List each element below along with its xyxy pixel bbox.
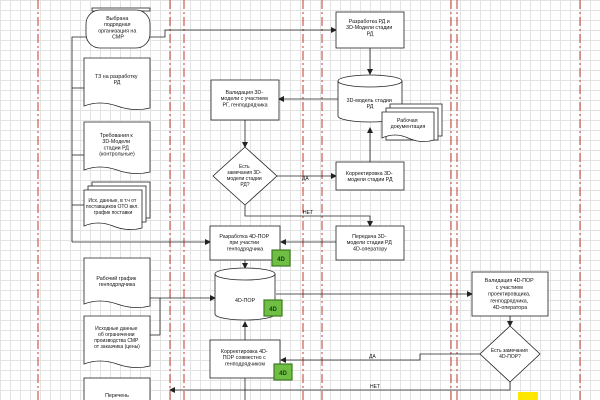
document-work-schedule-text: Рабочий график генподрядчика bbox=[96, 275, 137, 288]
document-work-schedule: Рабочий график генподрядчика bbox=[83, 257, 151, 308]
decision-4d-text: Есть замечания 4D-ПОР? bbox=[491, 348, 529, 360]
input-bus bbox=[71, 36, 92, 242]
document-requirements-3d: Требования к 3D-Модели стадии РД (контро… bbox=[83, 121, 151, 174]
decision-3d-text: Есть замечания 3D- модели стадии РД? bbox=[227, 164, 263, 188]
process-correct-3d-text: Корректировка 3D- модели стадии РД bbox=[346, 171, 394, 183]
node-contractor-text: Выбрана подрядная организация на СМР bbox=[98, 16, 138, 41]
label-yes-4d: ДА bbox=[369, 354, 376, 360]
highlight-marker bbox=[518, 392, 538, 400]
process-validation-3d: Валидация 3D- модели с участием РГ, генп… bbox=[210, 79, 280, 121]
process-validation-3d-text: Валидация 3D- модели с участием РГ, генп… bbox=[221, 90, 269, 108]
label-yes-3d: ДА bbox=[302, 176, 309, 182]
node-contractor: Выбрана подрядная организация на СМР bbox=[85, 7, 151, 49]
document-bottom: Перечень bbox=[83, 377, 151, 400]
document-bottom-text: Перечень bbox=[105, 393, 129, 399]
process-correct-4d: Корректировка 4D- ПОР совместно с генпод… bbox=[209, 339, 293, 381]
swimlane-separators bbox=[37, 0, 581, 400]
document-constraints-text: Исходные данные об ограничении производс… bbox=[94, 326, 140, 350]
label-no-4d: НЕТ bbox=[370, 384, 380, 390]
badge-4d-text: 4D bbox=[277, 257, 285, 263]
decision-4d: Есть замечания 4D-ПОР? bbox=[479, 325, 541, 383]
process-dev-4d-text: Разработка 4D-ПОР при участии генподрядч… bbox=[219, 234, 270, 252]
label-no-3d: НЕТ bbox=[303, 210, 313, 216]
database-por-4d: 4D-ПОР 4D bbox=[214, 267, 283, 321]
process-correct-3d: Корректировка 3D- модели стадии РД bbox=[335, 161, 405, 191]
arrow-no-4d bbox=[169, 382, 511, 393]
document-tz-rd: ТЗ на разработку РД bbox=[83, 57, 151, 110]
arrow-no-3d bbox=[244, 205, 373, 227]
database-por-4d-text: 4D-ПОР bbox=[235, 298, 255, 304]
document-requirements-3d-text: Требования к 3D-Модели стадии РД (контро… bbox=[99, 133, 135, 158]
document-tz-rd-text: ТЗ на разработку РД bbox=[95, 74, 139, 86]
process-validation-4d-text: Валидация 4D-ПОР с участием проектировщи… bbox=[485, 278, 535, 311]
badge-4d-text: 4D bbox=[269, 307, 277, 313]
process-validation-4d: Валидация 4D-ПОР с участием проектировщи… bbox=[471, 271, 549, 317]
arrow-to-dev-rd bbox=[150, 27, 337, 38]
badge-4d bbox=[263, 299, 283, 317]
badge-4d-text: 4D bbox=[279, 371, 287, 377]
database-model-rd-text: 3D-модель стадии РД bbox=[347, 98, 394, 110]
document-constraints: Исходные данные об ограничении производс… bbox=[83, 315, 151, 368]
arrow-yes-4d bbox=[280, 353, 480, 363]
process-transfer-3d: Передача 3D- модели стадии РД 4D-операто… bbox=[335, 225, 405, 261]
decision-3d: Есть замечания 3D- модели стадии РД? bbox=[212, 146, 278, 206]
badge-4d bbox=[271, 249, 291, 267]
process-correct-4d-text: Корректировка 4D- ПОР совместно с генпод… bbox=[221, 349, 269, 367]
document-initial-data-text: Исх. данные, в т.ч от поставщиков ОТО вк… bbox=[86, 198, 140, 216]
process-dev-rd-text: Разработка РД и 3D-Модели стадии РД bbox=[346, 19, 394, 37]
connector-lines bbox=[71, 27, 513, 400]
document-work-docs-text: Рабочая документация bbox=[391, 118, 426, 130]
process-transfer-3d-text: Передача 3D- модели стадии РД 4D-операто… bbox=[347, 234, 394, 252]
process-dev-rd: Разработка РД и 3D-Модели стадии РД bbox=[335, 11, 405, 49]
document-initial-data: Исх. данные, в т.ч от поставщиков ОТО вк… bbox=[83, 181, 151, 230]
document-work-docs: Рабочая документация bbox=[381, 103, 443, 142]
badge-4d bbox=[273, 363, 293, 381]
process-dev-4d: Разработка 4D-ПОР при участии генподрядч… bbox=[209, 225, 291, 267]
